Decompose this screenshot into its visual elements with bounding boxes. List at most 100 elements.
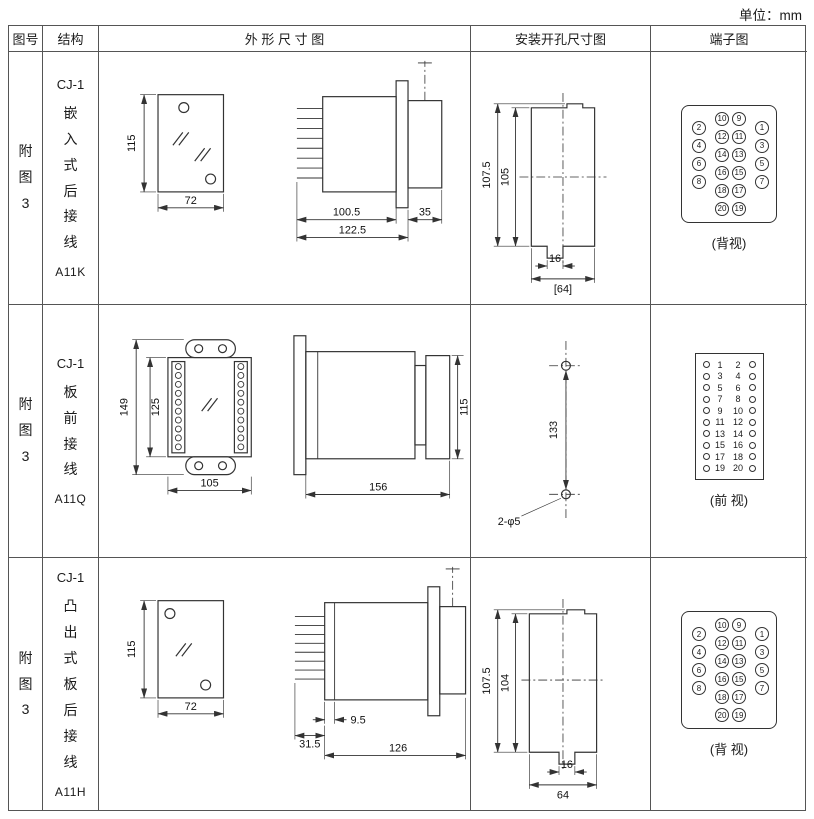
dim-offset: 9.5 (350, 715, 365, 727)
terminal-11: 11 (732, 636, 746, 650)
terminal-hole-icon (702, 453, 710, 461)
dim-front-width: 72 (184, 194, 196, 206)
terminal-hole-icon (702, 418, 710, 426)
dim-v-outer: 107.5 (480, 667, 492, 694)
terminal-6: 6 (692, 663, 706, 677)
terminal-14: 14 (715, 147, 729, 162)
dimension-table: 图号 结构 外 形 尺 寸 图 安装开孔尺寸图 端子图 附图3 CJ-1 嵌入式… (8, 25, 807, 811)
terminal-2: 2 (692, 120, 706, 135)
terminal-14: 14 (715, 654, 729, 668)
structure-text: 凸出式板后接线 (63, 598, 78, 770)
figure-cell-row2: 附图3 (9, 305, 43, 558)
terminal-10: 10 (715, 111, 729, 126)
outline-drawing-a11q: 149 125 105 156 (118, 334, 470, 498)
terminal-number: 8 (735, 394, 741, 405)
terminal-hole-icon (702, 464, 710, 472)
terminal-7: 7 (755, 174, 769, 189)
side-dims: 9.5 31.5 126 (293, 683, 466, 760)
dim-front-height: 115 (126, 641, 138, 658)
terminal-number: 1 (717, 359, 723, 370)
terminal-4: 4 (692, 645, 706, 659)
install-cell-row3: 107.5 104 16 64 (471, 558, 651, 811)
dim-v-outer: 107.5 (480, 161, 492, 188)
terminal-number: 3 (717, 371, 723, 382)
terminal-9: 9 (732, 111, 746, 126)
dim-hole-span: 133 (548, 420, 560, 438)
figure-number: 附图3 (18, 143, 33, 211)
terminal-20: 20 (715, 201, 729, 216)
side-view (292, 334, 450, 475)
dim-inner-height: 125 (150, 398, 162, 416)
front-view (156, 600, 224, 699)
terminal-17: 17 (732, 183, 746, 198)
front-view (166, 338, 252, 475)
header-outline: 外 形 尺 寸 图 (99, 26, 471, 52)
terminal-number: 17 (714, 451, 725, 462)
terminal-9: 9 (732, 618, 746, 632)
terminal-number: 10 (732, 405, 743, 416)
terminal-15: 15 (732, 165, 746, 180)
terminal-13: 13 (732, 654, 746, 668)
dim-side-height: 115 (458, 398, 469, 415)
terminal-row: 9 10 (702, 405, 756, 416)
terminal-view-label: (背 视) (709, 742, 749, 757)
install-dims: 107.5 105 16 [64] (480, 102, 595, 295)
header-figure: 图号 (9, 26, 43, 52)
terminal-18: 18 (715, 690, 729, 704)
terminal-17: 17 (732, 690, 746, 704)
unit-label: 单位：mm (739, 8, 802, 23)
install-cell-row1: 107.5 105 16 [64] (471, 52, 651, 305)
figure-number: 附图3 (18, 396, 33, 464)
dim-flange: 35 (418, 206, 430, 218)
terminal-number: 4 (735, 371, 741, 382)
terminal-view-label: (背视) (711, 235, 747, 251)
terminal-hole-icon (748, 464, 756, 472)
install-cell-row2: 133 2-φ5 (471, 305, 651, 558)
terminal-hole-icon (702, 407, 710, 415)
dim-pin-length: 31.5 (299, 738, 320, 750)
terminal-hole-icon (702, 395, 710, 403)
terminal-13: 13 (732, 147, 746, 162)
terminal-hole-icon (748, 441, 756, 449)
terminal-number: 13 (714, 428, 725, 439)
terminal-4: 4 (692, 138, 706, 153)
install-drawing-a11k: 107.5 105 16 [64] (480, 92, 606, 295)
terminal-16: 16 (715, 165, 729, 180)
install-drawing-a11q: 133 2-φ5 (497, 340, 583, 527)
outline-cell-row1: 115 72 100.5 35 (99, 52, 471, 305)
terminal-hole-icon (748, 407, 756, 415)
terminal-number: 2 (735, 359, 741, 370)
terminal-number: 11 (715, 417, 725, 428)
dim-v-inner: 105 (499, 167, 511, 185)
terminal-8: 8 (692, 174, 706, 189)
front-dims: 149 125 105 (118, 338, 252, 494)
outline-drawing-a11k: 115 72 100.5 35 (126, 60, 442, 241)
model-series: CJ-1 (56, 355, 85, 371)
dim-body-length: 126 (388, 742, 406, 754)
header-structure: 结构 (43, 26, 99, 52)
dim-width: 64 (556, 790, 568, 802)
outline-cell-row2: 149 125 105 156 (99, 305, 471, 558)
terminal-number: 14 (732, 428, 743, 439)
terminal-number: 7 (717, 394, 723, 405)
figure-number: 附图3 (18, 649, 33, 718)
side-dims: 156 115 (304, 354, 470, 498)
terminal-10: 10 (715, 618, 729, 632)
terminal-hole-icon (748, 430, 756, 438)
terminal-number: 9 (717, 405, 723, 416)
structure-text: 嵌入式后接线 (63, 104, 78, 251)
terminal-6: 6 (692, 156, 706, 171)
terminal-hole-icon (748, 384, 756, 392)
